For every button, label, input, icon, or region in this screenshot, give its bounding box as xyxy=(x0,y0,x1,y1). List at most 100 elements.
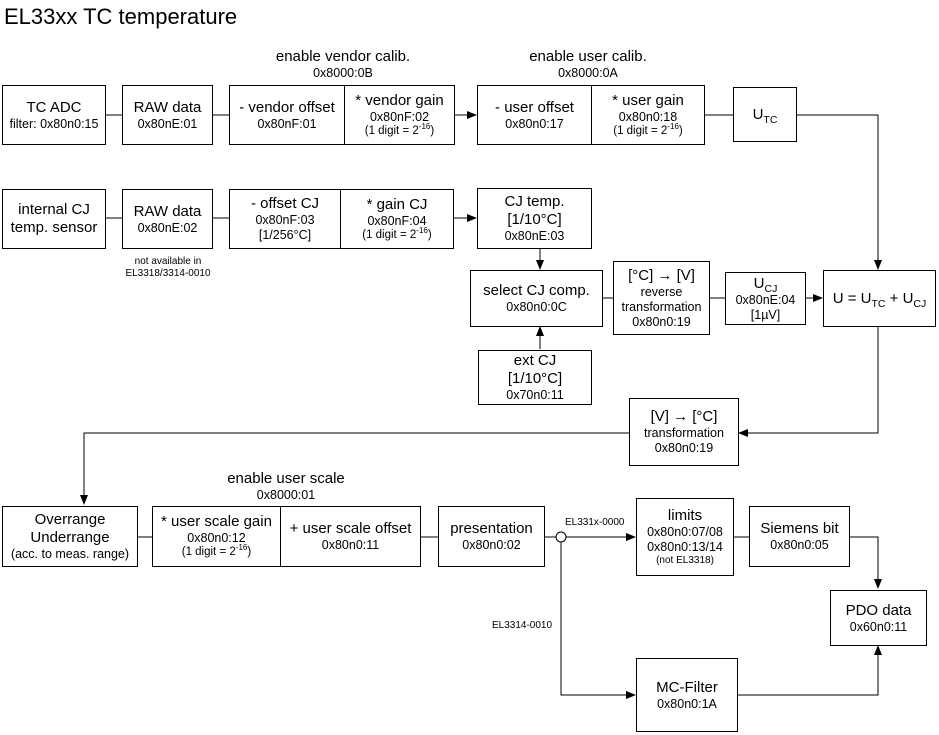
connector-sum-to-transformation xyxy=(738,327,879,437)
internal-cj-line2: temp. sensor xyxy=(10,219,98,236)
user-scale-gain-digit-end: ) xyxy=(247,546,252,559)
not-available-line2: EL3318/3314-0010 xyxy=(125,268,211,279)
user-offset-title: - user offset xyxy=(495,98,574,116)
u-cj-index: 0x80nE:04 xyxy=(735,292,796,307)
siemens-bit-box: Siemens bit 0x80n0:05 xyxy=(749,506,850,567)
cj-temp-box: CJ temp. [1/10°C] 0x80nE:03 xyxy=(477,188,592,249)
limits-box: limits 0x80n0:07/08 0x80n0:13/14 (not EL… xyxy=(636,498,734,576)
transformation-title: [V] → [°C] xyxy=(650,408,718,425)
vendor-gain-digit: (1 digit = 2-16) xyxy=(364,121,435,139)
u-sum-s2: CJ xyxy=(913,297,927,310)
connector-utc-to-sum xyxy=(797,114,882,270)
limits-index2: 0x80n0:13/14 xyxy=(647,540,723,554)
select-cj-index: 0x80n0:0C xyxy=(506,300,567,314)
user-scale-gain-index: 0x80n0:12 xyxy=(187,531,246,546)
mc-filter-title: MC-Filter xyxy=(656,678,718,696)
not-available-note: not available in EL3318/3314-0010 xyxy=(108,256,228,280)
tc-adc-box: TC ADC filter: 0x80n0:15 xyxy=(2,85,106,145)
vendor-calib-label-index: 0x8000:0B xyxy=(313,66,373,80)
user-scale-offset-box: + user scale offset 0x80n0:11 xyxy=(280,506,421,567)
raw-data-cj-index: 0x80nE:02 xyxy=(137,220,198,235)
reverse-transformation-box: [°C] → [V] reverse transformation 0x80n0… xyxy=(613,261,710,335)
u-tc-sub: TC xyxy=(763,113,778,126)
user-scale-offset-title: + user scale offset xyxy=(289,520,412,537)
transformation-index: 0x80n0:19 xyxy=(654,441,714,455)
gain-cj-digit-end: ) xyxy=(427,228,432,241)
ext-cj-unit: [1/10°C] xyxy=(507,370,563,387)
raw-data-tc-box: RAW data 0x80nE:01 xyxy=(122,85,213,145)
offset-cj-title: - offset CJ xyxy=(250,195,320,212)
pdo-data-index: 0x60n0:11 xyxy=(849,619,908,634)
u-cj-unit: [1µV] xyxy=(750,307,781,322)
user-scale-offset-index: 0x80n0:11 xyxy=(321,538,380,552)
u-tc-label: UTC xyxy=(753,106,778,126)
limits-index1: 0x80n0:07/08 xyxy=(647,525,723,539)
u-sum-box: U = UTC + UCJ xyxy=(823,270,936,327)
tc-adc-title: TC ADC xyxy=(26,98,82,116)
user-offset-index: 0x80n0:17 xyxy=(505,116,564,131)
raw-data-cj-box: RAW data 0x80nE:02 xyxy=(122,189,213,249)
branch-label-el331x: EL331x-0000 xyxy=(565,517,625,528)
overrange-line3: (acc. to meas. range) xyxy=(10,547,130,561)
user-scale-gain-digit-text: (1 digit = 2 xyxy=(181,546,236,559)
reverse-transformation-index: 0x80n0:19 xyxy=(632,314,691,329)
pdo-data-title: PDO data xyxy=(845,601,912,619)
gain-cj-digit-text: (1 digit = 2 xyxy=(362,228,417,241)
connector-mc-filter-to-pdo xyxy=(738,645,882,696)
offset-cj-index: 0x80nF:03 xyxy=(255,213,315,227)
mc-filter-index: 0x80n0:1A xyxy=(657,696,717,711)
transformation-box: [V] → [°C] transformation 0x80n0:19 xyxy=(629,398,739,466)
gain-cj-index: 0x80nF:04 xyxy=(367,213,427,228)
internal-cj-line1: internal CJ xyxy=(18,201,90,218)
user-offset-box: - user offset 0x80n0:17 xyxy=(477,85,592,145)
diagram-title: EL33xx TC temperature xyxy=(4,4,238,29)
internal-cj-box: internal CJ temp. sensor xyxy=(2,189,106,249)
limits-title: limits xyxy=(667,507,703,524)
user-gain-digit: (1 digit = 2-16) xyxy=(613,121,683,139)
vendor-gain-index: 0x80nF:02 xyxy=(369,109,430,124)
user-gain-index: 0x80n0:18 xyxy=(618,109,678,124)
mc-filter-box: MC-Filter 0x80n0:1A xyxy=(636,658,738,732)
presentation-title: presentation xyxy=(450,520,533,537)
reverse-transformation-line3: transformation xyxy=(621,299,702,314)
gain-cj-box: * gain CJ 0x80nF:04 (1 digit = 2-16) xyxy=(340,189,454,249)
overrange-line2: Underrange xyxy=(30,529,110,546)
user-gain-digit-end: ) xyxy=(678,124,683,137)
user-calib-label-index: 0x8000:0A xyxy=(558,66,618,80)
u-tc-box: UTC xyxy=(733,87,797,142)
vendor-gain-digit-text: (1 digit = 2 xyxy=(364,124,419,137)
gain-cj-title: * gain CJ xyxy=(366,195,428,213)
limits-note: (not EL3318) xyxy=(656,555,714,566)
u-cj-box: UCJ 0x80nE:04 [1µV] xyxy=(725,272,806,325)
user-gain-digit-text: (1 digit = 2 xyxy=(613,124,668,137)
u-sum-equation: U = UTC + UCJ xyxy=(832,289,927,310)
tc-adc-filter: filter: 0x80n0:15 xyxy=(9,116,99,131)
vendor-gain-digit-exp: -16 xyxy=(418,121,431,131)
vendor-calib-label-text: enable vendor calib. xyxy=(275,48,411,65)
vendor-gain-box: * vendor gain 0x80nF:02 (1 digit = 2-16) xyxy=(344,85,455,145)
user-calib-label-text: enable user calib. xyxy=(529,48,647,65)
vendor-gain-title: * vendor gain xyxy=(355,91,444,109)
select-cj-title: select CJ comp. xyxy=(483,282,590,299)
vendor-gain-digit-end: ) xyxy=(430,124,435,137)
transformation-line2: transformation xyxy=(644,426,724,440)
select-cj-box: select CJ comp. 0x80n0:0C xyxy=(470,270,603,327)
ext-cj-box: ext CJ [1/10°C] 0x70n0:11 xyxy=(478,350,592,405)
user-scale-label: enable user scale 0x8000:01 xyxy=(200,470,372,503)
cj-temp-unit: [1/10°C] xyxy=(507,211,562,228)
siemens-bit-title: Siemens bit xyxy=(760,520,839,537)
user-gain-digit-exp: -16 xyxy=(667,121,679,131)
user-gain-title: * user gain xyxy=(612,91,684,109)
overrange-box: Overrange Underrange (acc. to meas. rang… xyxy=(2,506,138,567)
offset-cj-box: - offset CJ 0x80nF:03 [1/256°C] xyxy=(229,189,341,249)
user-scale-gain-digit: (1 digit = 2-16) xyxy=(181,543,252,560)
u-sum-p1: U = U xyxy=(832,289,872,307)
connector-siemens-to-pdo xyxy=(850,536,882,589)
offset-cj-unit: [1/256°C] xyxy=(258,228,312,242)
user-scale-label-index: 0x8000:01 xyxy=(256,488,316,502)
u-cj-sub: CJ xyxy=(764,282,778,295)
overrange-line1: Overrange xyxy=(34,511,106,528)
user-scale-gain-digit-exp: -16 xyxy=(235,543,248,553)
